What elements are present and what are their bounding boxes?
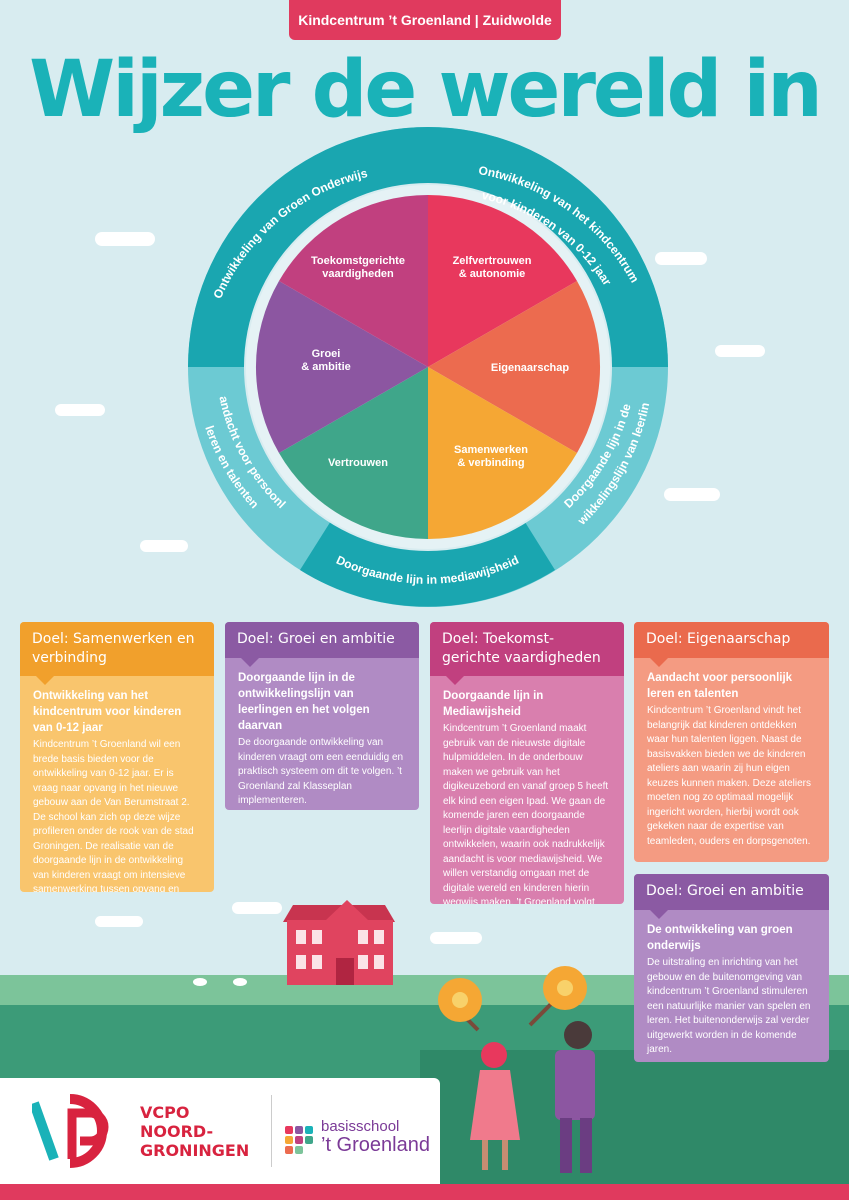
school-logo-icon <box>285 1126 313 1154</box>
card-text: Kindcentrum ’t Groenland maakt gebruik v… <box>443 723 609 904</box>
card-subtitle: Ontwikkeling van het kindcentrum voor ki… <box>33 690 182 734</box>
sheep <box>193 978 207 986</box>
cloud-decoration <box>140 540 188 552</box>
goal-card-samenwerken: Doel: Samenwerken en verbinding Ontwikke… <box>20 622 214 892</box>
card-subtitle: De ontwikkeling van groen onderwijs <box>647 924 793 952</box>
card-body: Doorgaande lijn in Mediawijsheid Kindcen… <box>430 676 624 904</box>
card-subtitle: Doorgaande lijn in Mediawijsheid <box>443 690 544 718</box>
goal-card-toekomst: Doel: Toekomst- gerichte vaardigheden Do… <box>430 622 624 904</box>
cloud-decoration <box>664 488 720 501</box>
card-text: Kindcentrum ’t Groenland vindt het belan… <box>647 705 811 847</box>
segment-label-eigenaarschap: Eigenaarschap <box>491 362 570 374</box>
school-logo-name: ’t Groenland <box>321 1134 430 1156</box>
cloud-decoration <box>715 345 765 357</box>
card-text: De uitstraling en inrichting van het geb… <box>647 957 811 1055</box>
segment-label-zelfvertrouwen: Zelfvertrouwen& autonomie <box>453 255 532 280</box>
card-text: Kindcentrum ’t Groenland wil een brede b… <box>33 739 194 892</box>
card-header: Doel: Toekomst- gerichte vaardigheden <box>430 622 624 685</box>
cloud-decoration <box>430 932 482 944</box>
logo-divider <box>271 1095 272 1167</box>
card-header: Doel: Groei en ambitie <box>225 622 419 667</box>
cloud-decoration <box>95 916 143 927</box>
card-subtitle: Doorgaande lijn in de ontwikkelingslijn … <box>238 672 370 732</box>
segment-label-samenwerken: Samenwerken& verbinding <box>454 444 528 469</box>
goal-card-eigenaarschap: Doel: Eigenaarschap Aandacht voor persoo… <box>634 622 829 862</box>
vcpo-line-2: NOORD- <box>140 1122 214 1141</box>
school-logo-small: basisschool <box>321 1118 400 1135</box>
sheep <box>233 978 247 986</box>
segment-label-vertrouwen: Vertrouwen <box>328 457 388 469</box>
children-illustration <box>438 966 595 1173</box>
vcpo-logo-text: VCPO NOORD- GRONINGEN <box>140 1103 249 1160</box>
card-body: Doorgaande lijn in de ontwikkelingslijn … <box>225 658 419 810</box>
cloud-decoration <box>55 404 105 416</box>
house-illustration <box>283 900 395 985</box>
card-body: De ontwikkeling van groen onderwijs De u… <box>634 910 829 1062</box>
card-body: Aandacht voor persoonlijk leren en talen… <box>634 658 829 859</box>
card-header: Doel: Groei en ambitie <box>634 874 829 919</box>
wheel-inner-pie <box>255 194 601 539</box>
header-badge: Kindcentrum ’t Groenland | Zuidwolde <box>289 0 561 40</box>
goal-card-groei: Doel: Groei en ambitie Doorgaande lijn i… <box>225 622 419 810</box>
goal-card-groen-onderwijs: Doel: Groei en ambitie De ontwikkeling v… <box>634 874 829 1062</box>
page-title: Wijzer de wereld in <box>29 45 823 135</box>
vcpo-line-3: GRONINGEN <box>140 1141 250 1160</box>
card-text: De doorgaande ontwikkeling van kinderen … <box>238 737 404 806</box>
cloud-decoration <box>232 902 282 914</box>
card-body: Ontwikkeling van het kindcentrum voor ki… <box>20 676 214 892</box>
cloud-decoration <box>95 232 155 246</box>
vcpo-logo-icon <box>32 1094 109 1168</box>
card-header: Doel: Eigenaarschap <box>634 622 829 667</box>
segment-label-groei: Groei& ambitie <box>301 348 351 373</box>
vcpo-line-1: VCPO <box>140 1103 190 1122</box>
cloud-decoration <box>655 252 707 265</box>
card-subtitle: Aandacht voor persoonlijk leren en talen… <box>647 672 793 700</box>
card-header: Doel: Samenwerken en verbinding <box>20 622 214 685</box>
footer-bar <box>0 1184 849 1200</box>
